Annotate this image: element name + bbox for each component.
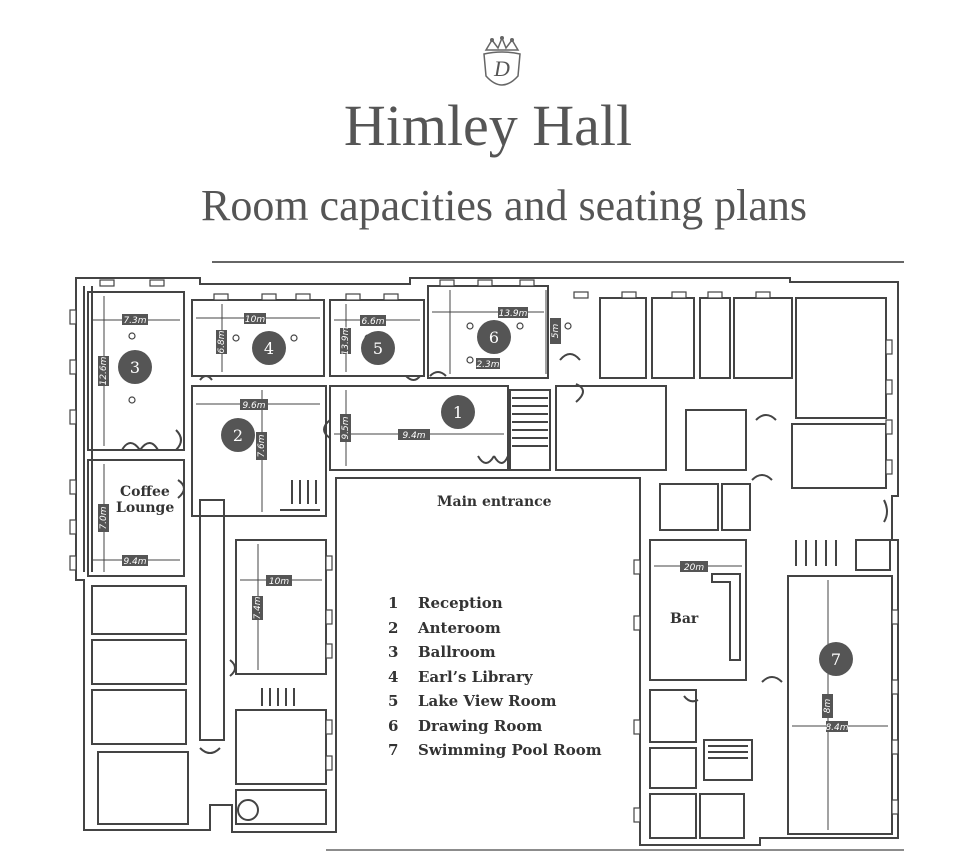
legend-number: 5 <box>388 692 399 710</box>
room-marker-7: 7 <box>831 650 841 669</box>
room-legend: 1 Reception 2 Anteroom 3 Ballroom 4 Earl’s L… <box>388 594 602 766</box>
legend-number: 4 <box>388 667 399 686</box>
room-marker-3: 3 <box>130 358 140 377</box>
legend-number: 6 <box>388 716 399 735</box>
dimension-label: 20m <box>684 563 704 573</box>
dimension-label: 5m <box>551 324 561 339</box>
legend-item: 3 Ballroom <box>388 643 602 668</box>
legend-room-name: Swimming Pool Room <box>418 741 602 759</box>
legend-item: 4 Earl’s Library <box>388 668 602 693</box>
legend-item: 1 Reception <box>388 594 602 619</box>
dimension-label: 10m <box>269 577 289 587</box>
legend-number: 7 <box>388 741 399 759</box>
dimension-label: 8m <box>823 699 833 714</box>
legend-item: 6 Drawing Room <box>388 717 602 742</box>
legend-number: 3 <box>388 643 399 661</box>
dimension-label: 13.9m <box>341 326 351 355</box>
dimension-label: 9.6m <box>242 401 265 411</box>
room-marker-6: 6 <box>489 328 499 347</box>
coffee-lounge-label-line1: Coffee <box>120 484 170 500</box>
legend-room-name: Drawing Room <box>418 716 543 735</box>
legend-item: 2 Anteroom <box>388 619 602 644</box>
room-marker-5: 5 <box>373 339 383 358</box>
dimension-label: 9.4m <box>123 557 146 567</box>
legend-item: 7 Swimming Pool Room <box>388 741 602 766</box>
room-marker-2: 2 <box>233 426 243 445</box>
dimension-label: 6.6m <box>361 317 384 327</box>
dimension-label: 7.6m <box>257 434 267 457</box>
legend-room-name: Anteroom <box>418 618 501 637</box>
dimension-label: 6.8m <box>217 330 227 353</box>
main-entrance-label: Main entrance <box>437 494 552 510</box>
legend-room-name: Reception <box>418 594 503 612</box>
dimension-label: 10m <box>245 315 265 325</box>
page-title: Himley Hall <box>343 93 633 158</box>
room-marker-1: 1 <box>453 403 463 422</box>
coffee-lounge-label-line2: Lounge <box>116 500 175 516</box>
dimension-label: 9.4m <box>402 431 425 441</box>
bar-label: Bar <box>670 611 699 627</box>
svg-text:D: D <box>493 56 510 81</box>
dimension-label: 7.0m <box>99 506 109 529</box>
dimension-label: 13.9m <box>499 309 528 319</box>
legend-room-name: Ballroom <box>418 643 496 661</box>
legend-room-name: Earl’s Library <box>418 667 533 686</box>
legend-item: 5 Lake View Room <box>388 692 602 717</box>
page-subtitle: Room capacities and seating plans <box>200 181 808 230</box>
legend-number: 1 <box>388 594 399 612</box>
dimension-label: 12.6m <box>99 356 109 385</box>
dimension-label: 7.3m <box>123 316 146 326</box>
legend-number: 2 <box>388 618 399 637</box>
header-divider <box>212 261 904 263</box>
dimension-label: 2.3m <box>476 360 499 370</box>
dimension-label: 7.4m <box>253 596 263 619</box>
dimension-label: 8.4m <box>825 723 848 733</box>
room-marker-4: 4 <box>264 339 274 358</box>
crowned-d-crest-icon: D <box>483 36 521 86</box>
legend-room-name: Lake View Room <box>418 692 557 710</box>
dimension-label: 9.5m <box>341 416 351 439</box>
